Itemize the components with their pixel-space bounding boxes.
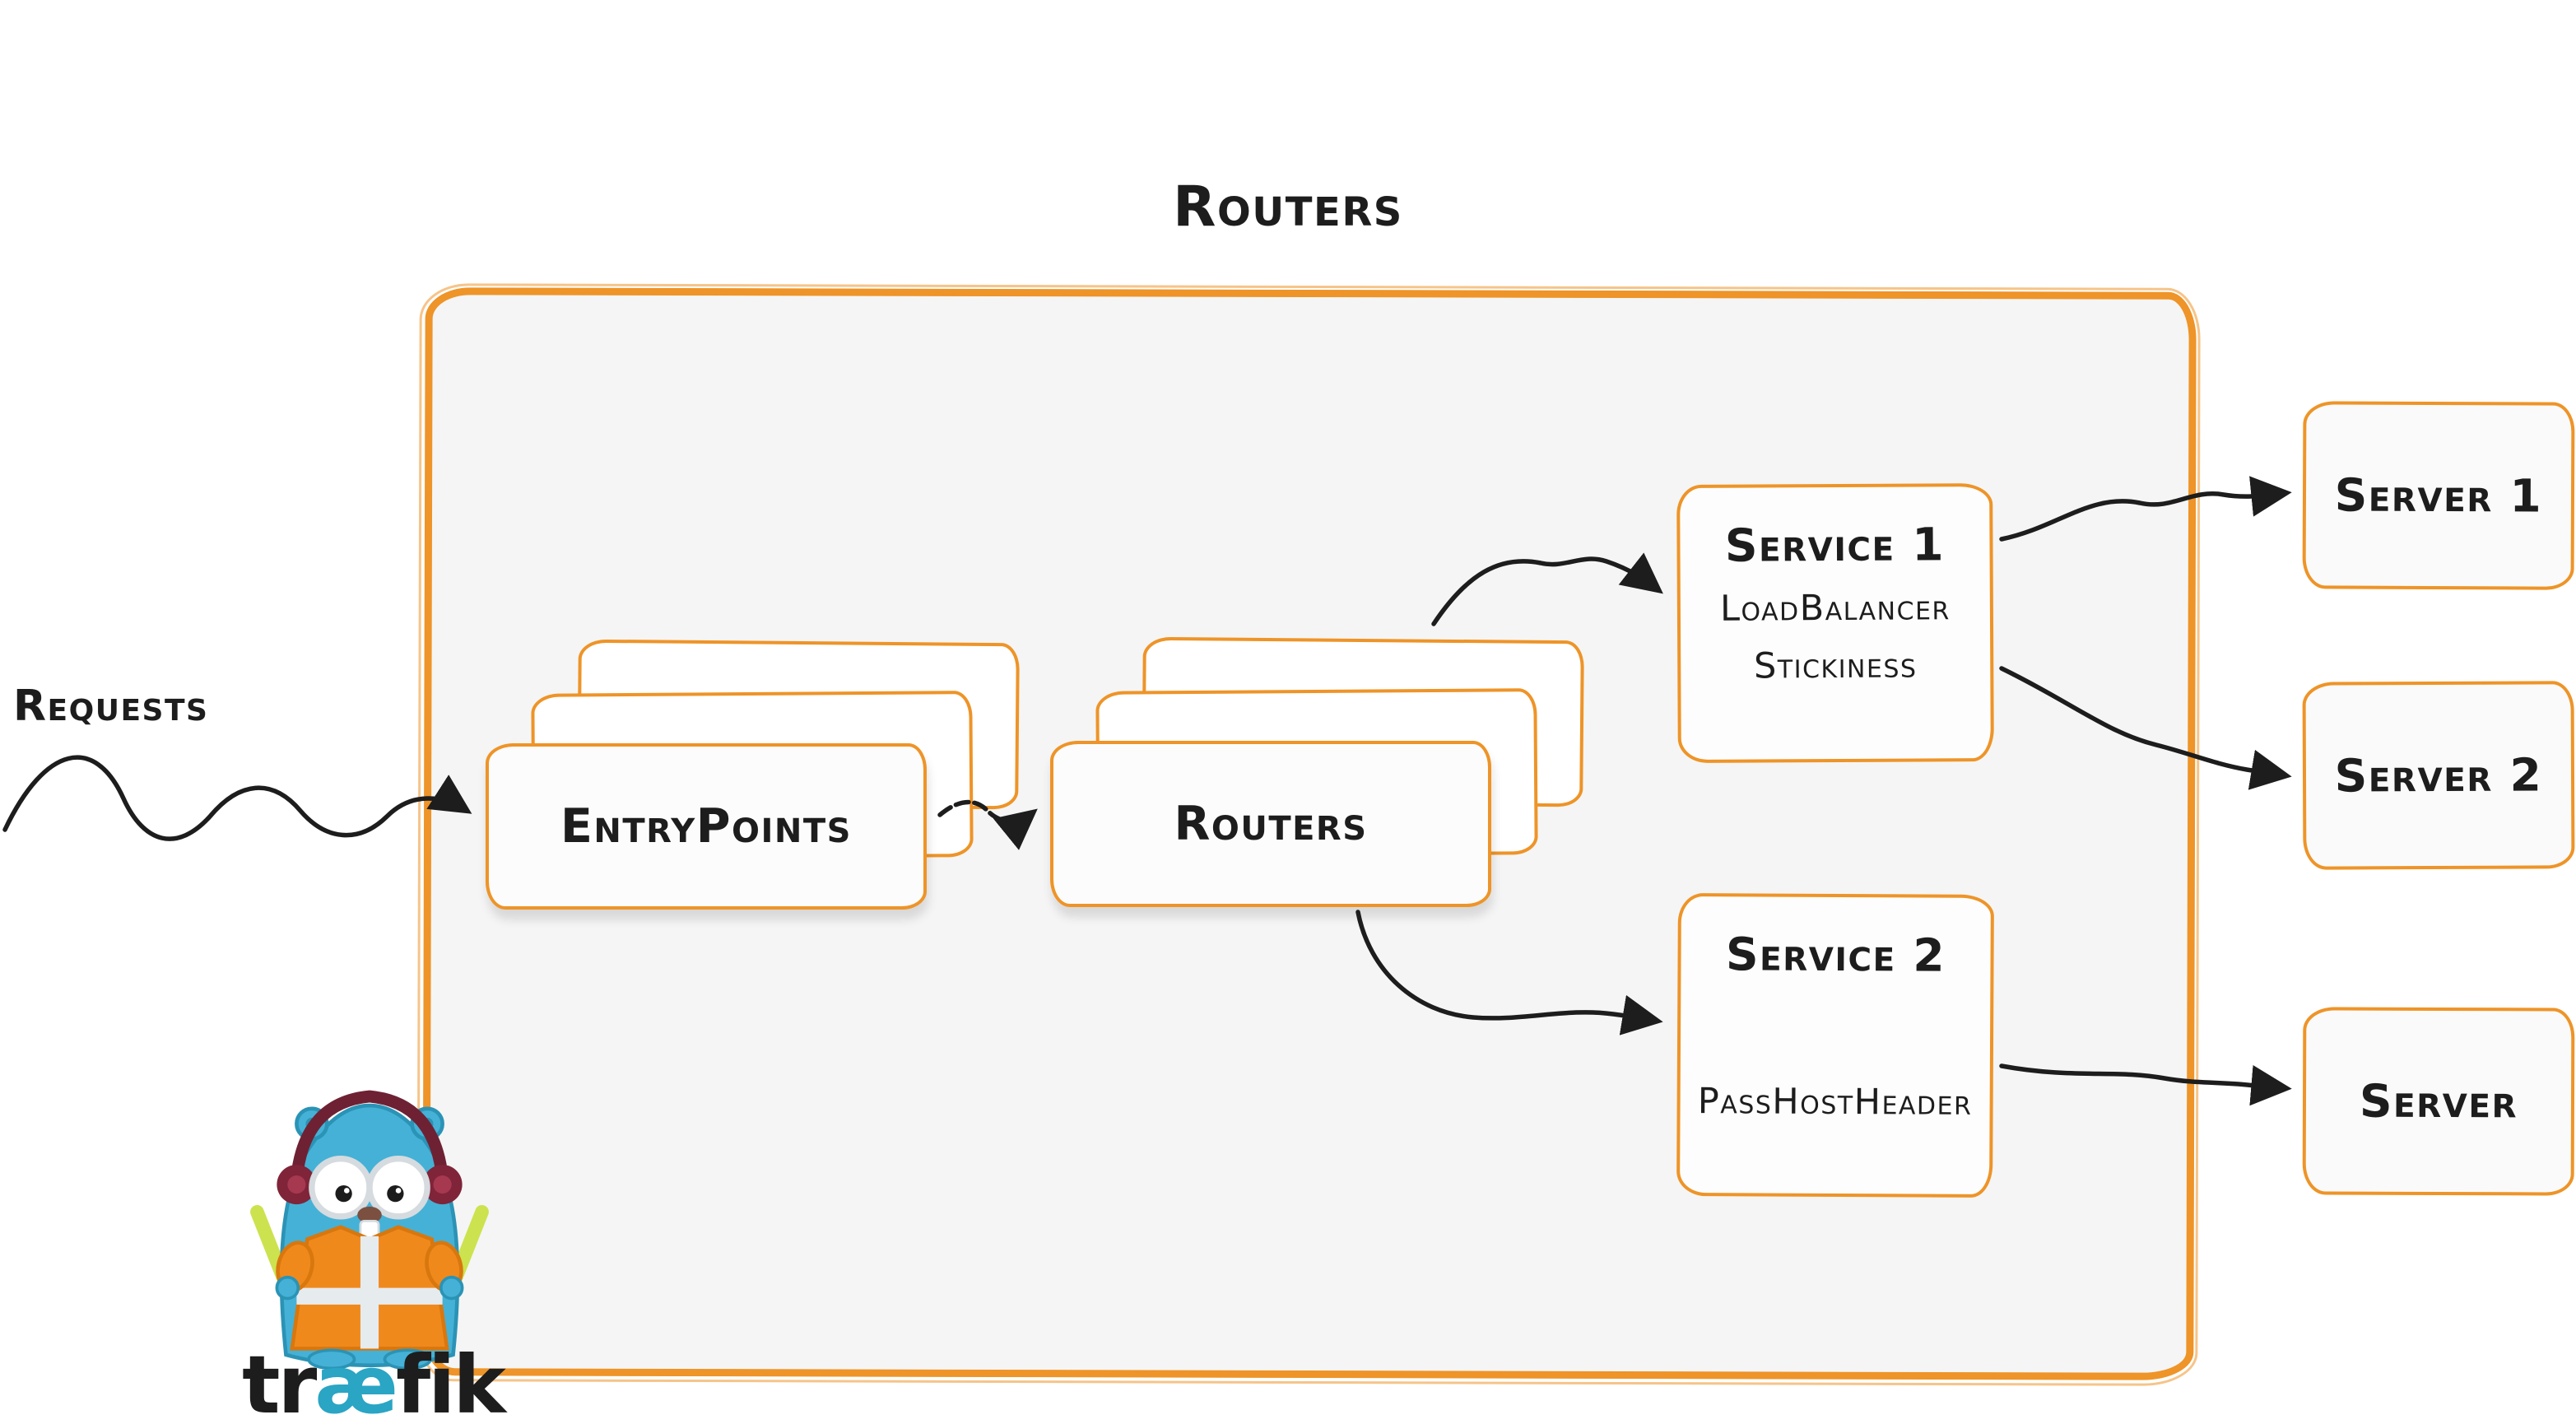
wordmark-suffix: fik: [395, 1338, 506, 1424]
routers-node: Routers: [1050, 636, 1584, 907]
requests-label: Requests: [13, 682, 209, 731]
service1-title: Service 1: [1724, 518, 1946, 572]
wordmark-ae-ligature: æ: [314, 1338, 398, 1424]
server2-node: Server 2: [2302, 681, 2575, 870]
arrow-requests-to-entrypoints: [2, 755, 472, 841]
traefik-wordmark: træfik: [212, 1338, 533, 1424]
service2-feature-passhostheader: PassHostHeader: [1697, 1081, 1973, 1124]
service1-node: Service 1 LoadBalancer Stickiness: [1676, 482, 1994, 764]
traefik-gopher-mascot: [237, 1057, 502, 1373]
diagram-title: Routers: [1173, 175, 1403, 240]
routers-card: Routers: [1050, 741, 1491, 907]
traefik-gopher-icon: [250, 1090, 489, 1370]
server1-node: Server 1: [2302, 401, 2575, 590]
server3-node: Server: [2302, 1007, 2575, 1196]
entrypoints-node: EntryPoints: [486, 639, 1020, 910]
entrypoints-card: EntryPoints: [486, 743, 927, 910]
service1-feature-loadbalancer: LoadBalancer: [1719, 587, 1951, 630]
service2-node: Service 2 PassHostHeader: [1676, 892, 1994, 1198]
service1-feature-stickiness: Stickiness: [1753, 645, 1918, 687]
service2-title: Service 2: [1725, 928, 1946, 982]
wordmark-prefix: tr: [242, 1338, 317, 1424]
